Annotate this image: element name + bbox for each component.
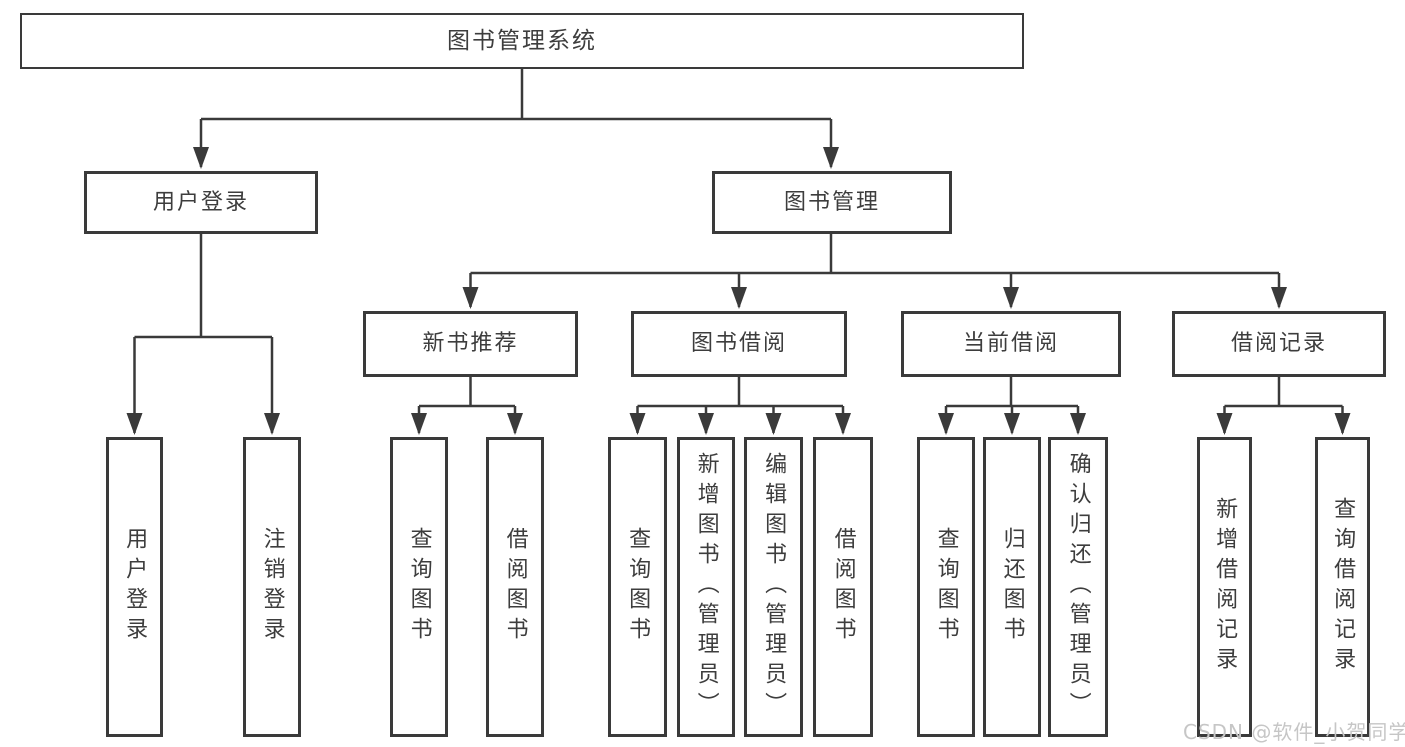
leaf-return-books: 归还图书 — [983, 437, 1041, 737]
node-book-borrowing: 图书借阅 — [631, 311, 847, 377]
leaf-logout: 注销登录 — [243, 437, 301, 737]
leaf-query-books-borrowing: 查询图书 — [608, 437, 667, 737]
node-label: 借阅图书 — [502, 527, 528, 647]
leaf-borrow-books-recommend: 借阅图书 — [486, 437, 544, 737]
node-label: 编辑图书（管理员） — [761, 452, 787, 722]
node-new-book-recommendation: 新书推荐 — [363, 311, 578, 377]
leaf-query-books-current: 查询图书 — [917, 437, 975, 737]
leaf-query-books-recommend: 查询图书 — [390, 437, 448, 737]
leaf-confirm-return-admin: 确认归还（管理员） — [1048, 437, 1108, 737]
node-label: 借阅图书 — [830, 527, 856, 647]
node-label: 归还图书 — [999, 527, 1025, 647]
node-label: 借阅记录 — [1230, 331, 1327, 356]
node-label: 用户登录 — [122, 527, 148, 647]
node-label: 新增图书（管理员） — [693, 452, 719, 722]
node-label: 新书推荐 — [422, 331, 519, 356]
node-borrowing-records: 借阅记录 — [1172, 311, 1386, 377]
node-label: 图书管理 — [783, 189, 880, 215]
node-label: 查询图书 — [625, 527, 651, 647]
node-label: 当前借阅 — [962, 331, 1059, 356]
node-label: 图书借阅 — [690, 331, 787, 356]
leaf-user-login: 用户登录 — [106, 437, 163, 737]
leaf-add-borrow-record: 新增借阅记录 — [1197, 437, 1252, 737]
node-label: 查询图书 — [933, 527, 959, 647]
node-library-management-system: 图书管理系统 — [20, 13, 1024, 69]
leaf-edit-book-admin: 编辑图书（管理员） — [744, 437, 803, 737]
node-label: 图书管理系统 — [447, 27, 597, 54]
node-label: 确认归还（管理员） — [1065, 452, 1091, 722]
node-label: 注销登录 — [259, 527, 285, 647]
node-user-login: 用户登录 — [84, 171, 318, 234]
leaf-query-borrow-record: 查询借阅记录 — [1315, 437, 1370, 737]
node-label: 用户登录 — [152, 189, 249, 215]
node-label: 查询图书 — [406, 527, 432, 647]
node-current-borrowing: 当前借阅 — [901, 311, 1121, 377]
node-book-management: 图书管理 — [712, 171, 952, 234]
watermark: CSDN @软件_小贺同学 — [1183, 720, 1405, 744]
node-label: 新增借阅记录 — [1212, 497, 1238, 677]
leaf-borrow-books-borrowing: 借阅图书 — [813, 437, 873, 737]
node-label: 查询借阅记录 — [1330, 497, 1356, 677]
leaf-add-book-admin: 新增图书（管理员） — [677, 437, 735, 737]
